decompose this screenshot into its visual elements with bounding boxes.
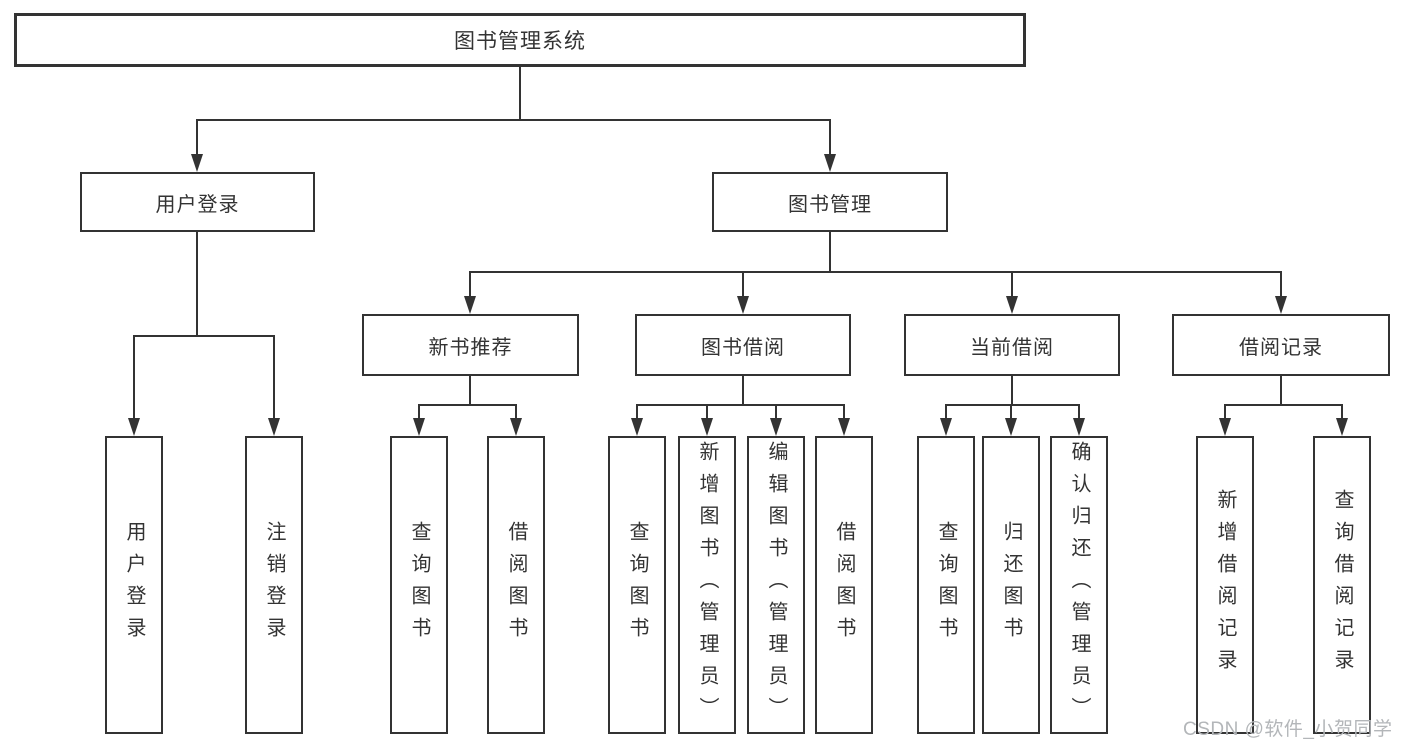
node-confirm-return-admin: 确认归还（管理员）: [1050, 436, 1108, 734]
connector-stem-book-borrow-split-3: [843, 405, 845, 420]
node-label-add-borrow-record: 新增借阅记录: [1214, 489, 1236, 681]
node-query-borrow-record: 查询借阅记录: [1313, 436, 1371, 734]
node-user-login-branch: 用户登录: [80, 172, 315, 232]
node-borrowing-records: 借阅记录: [1172, 314, 1390, 376]
arrowhead-down-icon-borrow-record-split-1: [1336, 418, 1348, 436]
connector-stem-current-borrow-split-0: [945, 405, 947, 420]
node-query-books-current: 查询图书: [917, 436, 975, 734]
arrowhead-down-icon-book-management-split-1: [737, 296, 749, 314]
connector-bar-root-split: [196, 119, 831, 121]
node-query-books-recommend: 查询图书: [390, 436, 448, 734]
node-label-user-login: 用户登录: [123, 521, 145, 649]
connector-trunk-borrow-record-split: [1280, 376, 1282, 406]
node-borrow-books: 借阅图书: [815, 436, 873, 734]
arrowhead-down-icon-root-split-1: [824, 154, 836, 172]
connector-stem-book-borrow-split-2: [775, 405, 777, 420]
arrowhead-down-icon-current-borrow-split-2: [1073, 418, 1085, 436]
connector-stem-root-split-1: [829, 120, 831, 156]
connector-stem-current-borrow-split-2: [1078, 405, 1080, 420]
connector-stem-book-management-split-2: [1011, 272, 1013, 298]
node-add-books-admin: 新增图书（管理员）: [678, 436, 736, 734]
node-user-login: 用户登录: [105, 436, 163, 734]
connector-bar-user-login-split: [133, 335, 275, 337]
watermark: CSDN @软件_小贺同学: [1183, 719, 1393, 740]
node-label-new-book-recommend: 新书推荐: [428, 336, 513, 359]
arrowhead-down-icon-book-borrow-split-2: [770, 418, 782, 436]
connector-bar-book-management-split: [469, 271, 1282, 273]
arrowhead-down-icon-root-split-0: [191, 154, 203, 172]
node-new-book-recommend: 新书推荐: [362, 314, 579, 376]
node-label-borrow-books-recommend: 借阅图书: [505, 521, 527, 649]
node-label-user-login-branch: 用户登录: [155, 193, 240, 216]
arrowhead-down-icon-current-borrow-split-0: [940, 418, 952, 436]
connector-stem-root-split-0: [196, 120, 198, 156]
connector-stem-book-borrow-split-0: [636, 405, 638, 420]
connector-stem-new-book-split-0: [418, 405, 420, 420]
connector-trunk-root-split: [519, 67, 521, 121]
arrowhead-down-icon-book-borrow-split-1: [701, 418, 713, 436]
node-label-book-borrowing: 图书借阅: [701, 336, 785, 359]
connector-trunk-user-login-split: [196, 232, 198, 337]
node-label-borrow-books: 借阅图书: [833, 521, 855, 649]
node-label-logout: 注销登录: [263, 521, 285, 649]
connector-bar-book-borrow-split: [636, 404, 845, 406]
arrowhead-down-icon-book-borrow-split-0: [631, 418, 643, 436]
connector-bar-new-book-split: [418, 404, 517, 406]
arrowhead-down-icon-book-management-split-2: [1006, 296, 1018, 314]
node-label-add-books-admin: 新增图书（管理员）: [696, 441, 718, 729]
node-return-books: 归还图书: [982, 436, 1040, 734]
arrowhead-down-icon-current-borrow-split-1: [1005, 418, 1017, 436]
arrowhead-down-icon-user-login-split-1: [268, 418, 280, 436]
node-add-borrow-record: 新增借阅记录: [1196, 436, 1254, 734]
node-label-borrowing-records: 借阅记录: [1239, 336, 1323, 359]
connector-bar-borrow-record-split: [1224, 404, 1343, 406]
arrowhead-down-icon-book-management-split-3: [1275, 296, 1287, 314]
node-book-management: 图书管理: [712, 172, 948, 232]
connector-trunk-book-borrow-split: [742, 376, 744, 406]
node-label-query-books-recommend: 查询图书: [408, 521, 430, 649]
connector-stem-borrow-record-split-0: [1224, 405, 1226, 420]
node-current-borrowing: 当前借阅: [904, 314, 1120, 376]
node-book-borrowing: 图书借阅: [635, 314, 851, 376]
connector-stem-new-book-split-1: [515, 405, 517, 420]
node-root: 图书管理系统: [14, 13, 1026, 67]
arrowhead-down-icon-borrow-record-split-0: [1219, 418, 1231, 436]
connector-trunk-new-book-split: [469, 376, 471, 406]
arrowhead-down-icon-book-borrow-split-3: [838, 418, 850, 436]
arrowhead-down-icon-user-login-split-0: [128, 418, 140, 436]
arrowhead-down-icon-new-book-split-1: [510, 418, 522, 436]
connector-stem-user-login-split-1: [273, 336, 275, 420]
node-label-query-books-current: 查询图书: [935, 521, 957, 649]
node-query-books-borrowing: 查询图书: [608, 436, 666, 734]
connector-stem-book-borrow-split-1: [706, 405, 708, 420]
node-logout: 注销登录: [245, 436, 303, 734]
node-label-edit-books-admin: 编辑图书（管理员）: [765, 441, 787, 729]
connector-stem-book-management-split-1: [742, 272, 744, 298]
node-label-current-borrowing: 当前借阅: [970, 336, 1054, 359]
node-label-root: 图书管理系统: [454, 30, 586, 53]
connector-stem-borrow-record-split-1: [1341, 405, 1343, 420]
node-label-query-borrow-record: 查询借阅记录: [1331, 489, 1353, 681]
arrowhead-down-icon-book-management-split-0: [464, 296, 476, 314]
node-label-return-books: 归还图书: [1000, 521, 1022, 649]
connector-stem-book-management-split-0: [469, 272, 471, 298]
node-label-confirm-return-admin: 确认归还（管理员）: [1068, 441, 1090, 729]
connector-stem-current-borrow-split-1: [1010, 405, 1012, 420]
connector-trunk-book-management-split: [829, 232, 831, 273]
node-label-book-management: 图书管理: [788, 193, 872, 216]
arrowhead-down-icon-new-book-split-0: [413, 418, 425, 436]
connector-stem-book-management-split-3: [1280, 272, 1282, 298]
node-label-query-books-borrowing: 查询图书: [626, 521, 648, 649]
node-borrow-books-recommend: 借阅图书: [487, 436, 545, 734]
connector-stem-user-login-split-0: [133, 336, 135, 420]
connector-trunk-current-borrow-split: [1011, 376, 1013, 406]
connector-bar-current-borrow-split: [945, 404, 1080, 406]
node-edit-books-admin: 编辑图书（管理员）: [747, 436, 805, 734]
